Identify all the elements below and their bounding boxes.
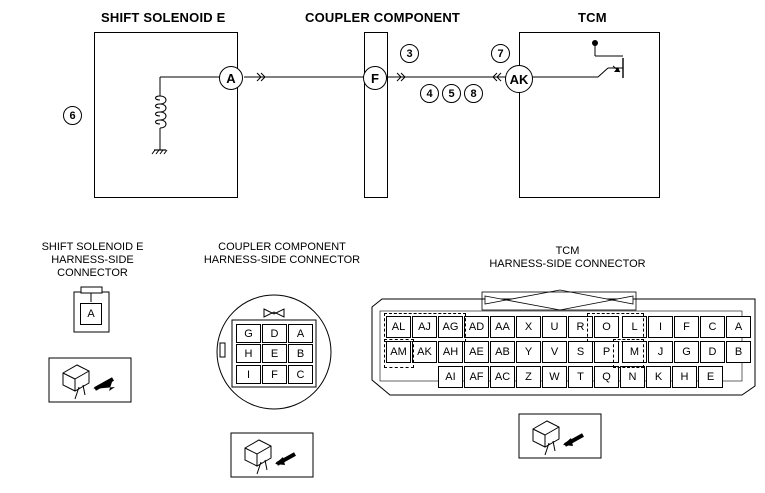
coupler-box [364, 32, 388, 198]
step-marker-8: 8 [464, 84, 483, 103]
tcm-pin-g: G [674, 341, 699, 363]
tcm-pin-j: J [648, 341, 673, 363]
tcm-pin-ai: AI [438, 366, 463, 388]
tcm-pin-aj: AJ [412, 316, 437, 338]
tcm-pin-x: X [516, 316, 541, 338]
shift-solenoid-pin-a: A [80, 303, 102, 325]
coupler-pin-i: I [236, 365, 261, 384]
tcm-pin-ac: AC [490, 366, 515, 388]
shift-solenoid-title: SHIFT SOLENOID E [101, 10, 226, 25]
tcm-connector-title: TCM HARNESS-SIDE CONNECTOR [489, 245, 646, 270]
tcm-pin-y: Y [516, 341, 541, 363]
tcm-pin-o: O [594, 316, 619, 338]
terminal-a: A [219, 66, 243, 90]
tcm-pin-i: I [648, 316, 673, 338]
tcm-pin-e: E [698, 366, 723, 388]
coupler-pin-h: H [236, 344, 261, 363]
step-marker-4: 4 [420, 84, 439, 103]
step-marker-3: 3 [400, 44, 419, 63]
tcm-pin-al: AL [386, 316, 411, 338]
tcm-pin-t: T [568, 366, 593, 388]
tcm-box [519, 32, 660, 198]
tcm-pin-k: K [646, 366, 671, 388]
coupler-pin-c: C [288, 365, 313, 384]
coupler-pin-b: B [288, 344, 313, 363]
tcm-pin-ab: AB [490, 341, 515, 363]
coupler-connector-title: COUPLER COMPONENT HARNESS-SIDE CONNECTOR [203, 241, 361, 266]
tcm-pin-q: Q [594, 366, 619, 388]
tcm-pin-aa: AA [490, 316, 515, 338]
coupler-pin-e: E [262, 344, 287, 363]
coupler-pin-g: G [236, 324, 261, 343]
coupler-pin-d: D [262, 324, 287, 343]
tcm-pin-d: D [700, 341, 725, 363]
coupler-pin-f: F [262, 365, 287, 384]
tcm-pin-l: L [622, 316, 647, 338]
coupler-title: COUPLER COMPONENT [305, 10, 461, 25]
tcm-pin-m: M [622, 341, 647, 363]
shift-solenoid-connector-title: SHIFT SOLENOID E HARNESS-SIDE CONNECTOR [41, 241, 144, 279]
tcm-pin-am: AM [386, 341, 411, 363]
tcm-pin-w: W [542, 366, 567, 388]
tcm-pin-ag: AG [438, 316, 463, 338]
step-marker-7: 7 [491, 44, 510, 63]
tcm-pin-r: R [568, 316, 593, 338]
tcm-pin-z: Z [516, 366, 541, 388]
tcm-pin-s: S [568, 341, 593, 363]
coupler-pin-a: A [288, 324, 313, 343]
tcm-pin-c: C [700, 316, 725, 338]
tcm-pin-u: U [542, 316, 567, 338]
tcm-pin-af: AF [464, 366, 489, 388]
tcm-pin-a: A [726, 316, 751, 338]
tcm-title: TCM [578, 10, 607, 25]
tcm-pin-v: V [542, 341, 567, 363]
terminal-f: F [363, 66, 387, 90]
tcm-pin-ad: AD [464, 316, 489, 338]
terminal-ak: AK [505, 65, 533, 93]
tcm-pin-n: N [620, 366, 645, 388]
tcm-pin-f: F [674, 316, 699, 338]
step-marker-6: 6 [63, 106, 82, 125]
tcm-pin-ae: AE [464, 341, 489, 363]
tcm-pin-h: H [672, 366, 697, 388]
tcm-pin-b: B [726, 341, 751, 363]
step-marker-5: 5 [442, 84, 461, 103]
